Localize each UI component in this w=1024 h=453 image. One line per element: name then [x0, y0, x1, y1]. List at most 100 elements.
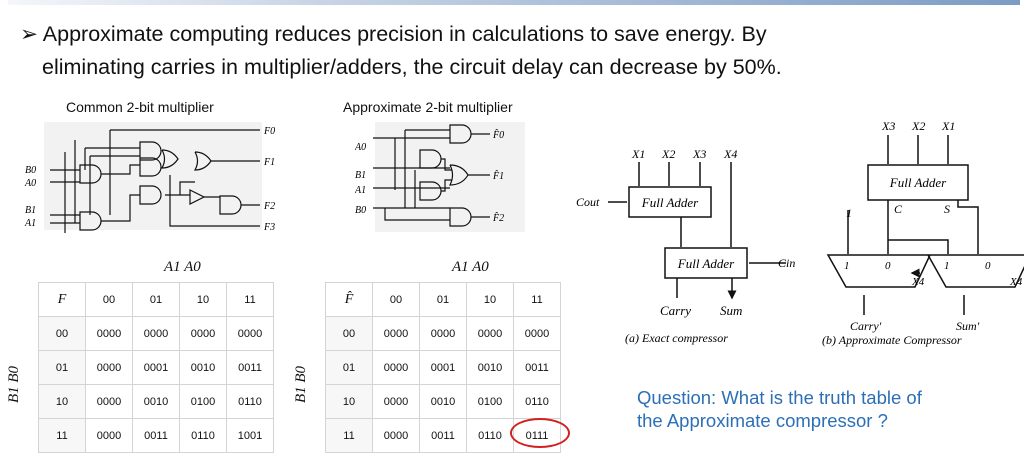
cell: 0000: [419, 316, 467, 351]
input-label: X3: [692, 147, 706, 161]
cell: 0000: [372, 418, 420, 453]
cell: 0000: [372, 350, 420, 385]
carry-label: Carry′: [850, 319, 882, 333]
question-text: Question: What is the truth table of the…: [637, 386, 922, 432]
mux-input-label: 0: [985, 260, 991, 272]
cell: 0000: [85, 418, 133, 453]
approx-multiplier-title: Approximate 2-bit multiplier: [343, 99, 513, 115]
table1-col-axis: A1 A0: [164, 259, 201, 275]
cell: 0110: [466, 418, 514, 453]
cell: 0011: [226, 350, 274, 385]
row-header: 01: [325, 350, 373, 385]
input-label: X3: [881, 119, 895, 133]
table-corner: F̂: [325, 282, 373, 317]
s-label: S: [944, 202, 950, 216]
row-header: 00: [325, 316, 373, 351]
input-label: A0: [24, 178, 36, 189]
input-label: X1: [941, 119, 955, 133]
output-label: F̂0: [492, 128, 504, 141]
input-label: X1: [631, 147, 645, 161]
sum-label: Sum: [720, 303, 742, 318]
table1-row-axis: B1 B0: [6, 365, 23, 404]
cell: 1001: [226, 418, 274, 453]
mux-input-label: 0: [885, 260, 891, 272]
cell: 0100: [179, 384, 227, 419]
output-label: F1: [263, 157, 275, 168]
question-line-2: the Approximate compressor ?: [637, 410, 888, 431]
full-adder-label: Full Adder: [641, 195, 699, 210]
input-label: A0: [355, 142, 366, 153]
mux-input-label: 1: [944, 260, 950, 272]
common-multiplier-title: Common 2-bit multiplier: [66, 99, 214, 115]
select-label: X4: [911, 276, 925, 288]
col-header: 01: [419, 282, 467, 317]
mux-input-label: 1: [844, 260, 850, 272]
cell: 0010: [419, 384, 467, 419]
cell: 0000: [85, 350, 133, 385]
full-adder-label: Full Adder: [889, 175, 947, 190]
cell: 0100: [466, 384, 514, 419]
slide-header-bar: [8, 0, 1020, 5]
cell: 0000: [513, 316, 561, 351]
input-label: X2: [911, 119, 925, 133]
col-header: 00: [85, 282, 133, 317]
sum-label: Sum′: [956, 319, 980, 333]
const-one-label: 1: [846, 206, 852, 220]
bullet-line-1: ➢ Approximate computing reduces precisio…: [20, 22, 767, 46]
cell: 0000: [372, 384, 420, 419]
cin-label: Cin: [778, 256, 795, 270]
bullet-text: ➢ Approximate computing reduces precisio…: [20, 18, 1010, 84]
cell: 0001: [419, 350, 467, 385]
input-label: B1: [355, 170, 366, 181]
highlight-circle: [510, 418, 570, 448]
output-label: F3: [263, 222, 275, 233]
common-multiplier-circuit: F0 F1 F2 F3 B0 A0 B1 A1: [24, 122, 275, 233]
col-header: 00: [372, 282, 420, 317]
input-label: B0: [355, 205, 366, 216]
col-header: 10: [466, 282, 514, 317]
col-header: 11: [226, 282, 274, 317]
row-header: 00: [38, 316, 86, 351]
bullet-line-2: eliminating carries in multiplier/adders…: [42, 55, 782, 79]
col-header: 01: [132, 282, 180, 317]
cell: 0010: [132, 384, 180, 419]
question-line-1: Question: What is the truth table of: [637, 387, 922, 408]
output-label: F0: [263, 126, 275, 137]
row-header: 01: [38, 350, 86, 385]
output-label: F2: [263, 201, 275, 212]
row-header: 10: [325, 384, 373, 419]
cell: 0011: [419, 418, 467, 453]
row-header: 10: [38, 384, 86, 419]
cell: 0000: [85, 316, 133, 351]
output-label: F̂2: [492, 211, 504, 224]
cell: 0010: [466, 350, 514, 385]
cell: 0000: [179, 316, 227, 351]
cell: 0011: [132, 418, 180, 453]
select-label: X4: [1009, 276, 1023, 288]
cell: 0110: [226, 384, 274, 419]
output-label: F̂1: [492, 169, 504, 182]
cell: 0000: [372, 316, 420, 351]
input-label: B1: [25, 205, 36, 216]
row-header: 11: [325, 418, 373, 453]
table2-col-axis: A1 A0: [452, 259, 489, 275]
full-adder-label: Full Adder: [677, 256, 735, 271]
table2-row-axis: B1 B0: [293, 365, 310, 404]
cout-label: Cout: [576, 195, 600, 209]
col-header: 11: [513, 282, 561, 317]
cell: 0011: [513, 350, 561, 385]
cell: 0000: [226, 316, 274, 351]
carry-label: Carry: [660, 303, 691, 318]
cell: 0000: [132, 316, 180, 351]
approx-multiplier-circuit: A0 B1 A1 B0 F̂0 F̂1 F̂2: [355, 122, 525, 232]
cell: 0010: [179, 350, 227, 385]
cell: 0001: [132, 350, 180, 385]
